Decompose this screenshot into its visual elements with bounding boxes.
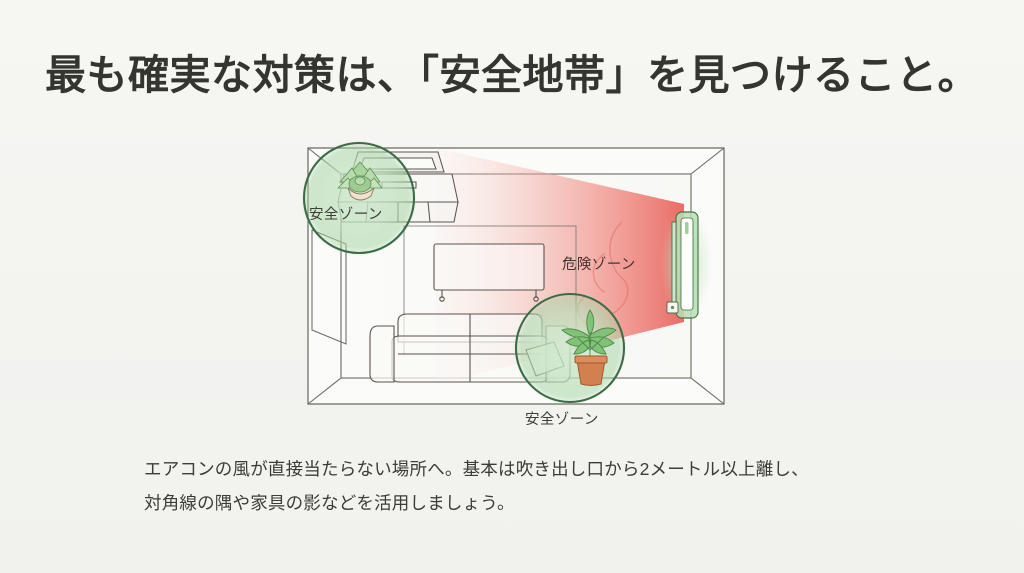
danger-zone-label: 危険ゾーン [562,257,636,273]
caption-line-2: 対角線の隅や家具の影などを活用しましょう。 [144,493,515,514]
air-conditioner [660,208,712,320]
safe-zone-bottom-right [513,291,627,405]
low-table [433,243,545,302]
safe-zone-top-label: 安全ゾーン [309,207,383,223]
safe-zone-top-left [301,140,417,256]
page-title: 最も確実な対策は、「安全地帯」を見つけること。 [45,52,979,98]
caption-block: エアコンの風が直接当たらない場所へ。基本は吹き出し口から2メートル以上離し、 対… [144,452,924,520]
succulent [337,161,383,201]
caption-line-1: エアコンの風が直接当たらない場所へ。基本は吹き出し口から2メートル以上離し、 [144,459,809,479]
room-airflow-diagram [286,126,746,426]
safe-zone-bottom-label: 安全ゾーン [525,412,599,428]
floor-plant [561,309,617,386]
